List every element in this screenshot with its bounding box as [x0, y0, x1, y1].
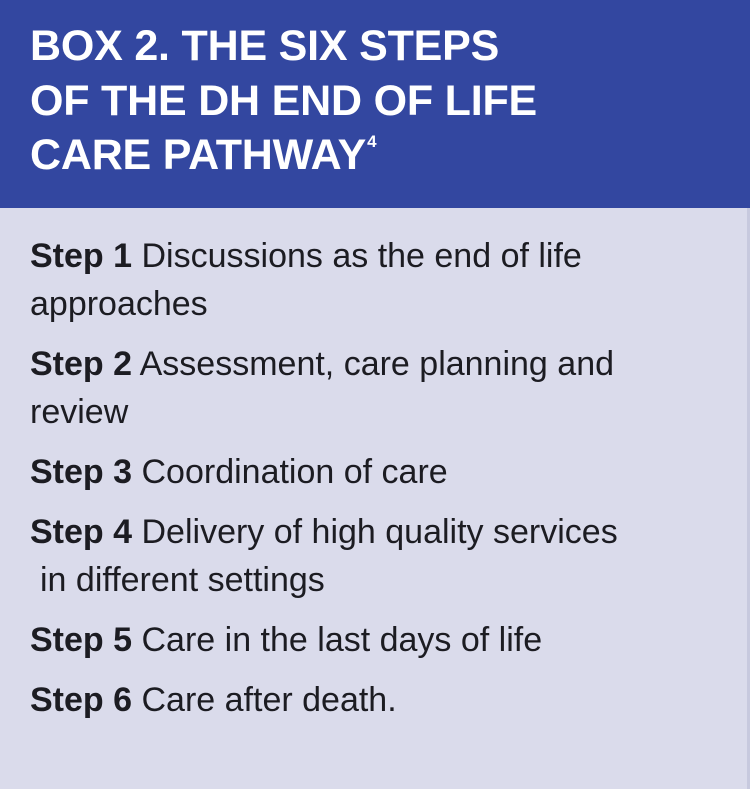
- step-6-text: Care after death.: [141, 681, 397, 719]
- step-5: Step 5 Care in the last days of life: [30, 620, 542, 660]
- box-title-line-2: OF THE DH END OF LIFE: [30, 77, 538, 125]
- step-2-continuation: review: [30, 393, 129, 431]
- step-1: Step 1 Discussions as the end of life: [30, 236, 582, 276]
- step-2: Step 2 Assessment, care planning and: [30, 344, 614, 384]
- step-3-label: Step 3: [30, 453, 133, 491]
- reference-superscript: 4: [367, 132, 377, 151]
- box-header: BOX 2. THE SIX STEPS OF THE DH END OF LI…: [0, 0, 750, 208]
- step-1-label: Step 1: [30, 237, 133, 275]
- step-2-label: Step 2: [30, 345, 133, 383]
- step-6-label: Step 6: [30, 681, 133, 719]
- step-3: Step 3 Coordination of care: [30, 452, 448, 492]
- step-4-continuation: in different settings: [40, 561, 325, 599]
- step-3-text: Coordination of care: [141, 453, 448, 491]
- step-4-label: Step 4: [30, 513, 133, 551]
- step-4-text: Delivery of high quality services: [141, 513, 618, 551]
- step-1-continuation: approaches: [30, 285, 208, 323]
- step-4: Step 4 Delivery of high quality services: [30, 512, 618, 552]
- step-1-text: Discussions as the end of life: [141, 237, 582, 275]
- box-title-line-1: BOX 2. THE SIX STEPS: [30, 22, 500, 70]
- box-title-line-3-text: CARE PATHWAY: [30, 131, 367, 179]
- step-6: Step 6 Care after death.: [30, 680, 397, 720]
- step-5-text: Care in the last days of life: [141, 621, 543, 659]
- step-5-label: Step 5: [30, 621, 133, 659]
- box-title-line-3: CARE PATHWAY4: [30, 131, 377, 179]
- step-2-text: Assessment, care planning and: [139, 345, 615, 383]
